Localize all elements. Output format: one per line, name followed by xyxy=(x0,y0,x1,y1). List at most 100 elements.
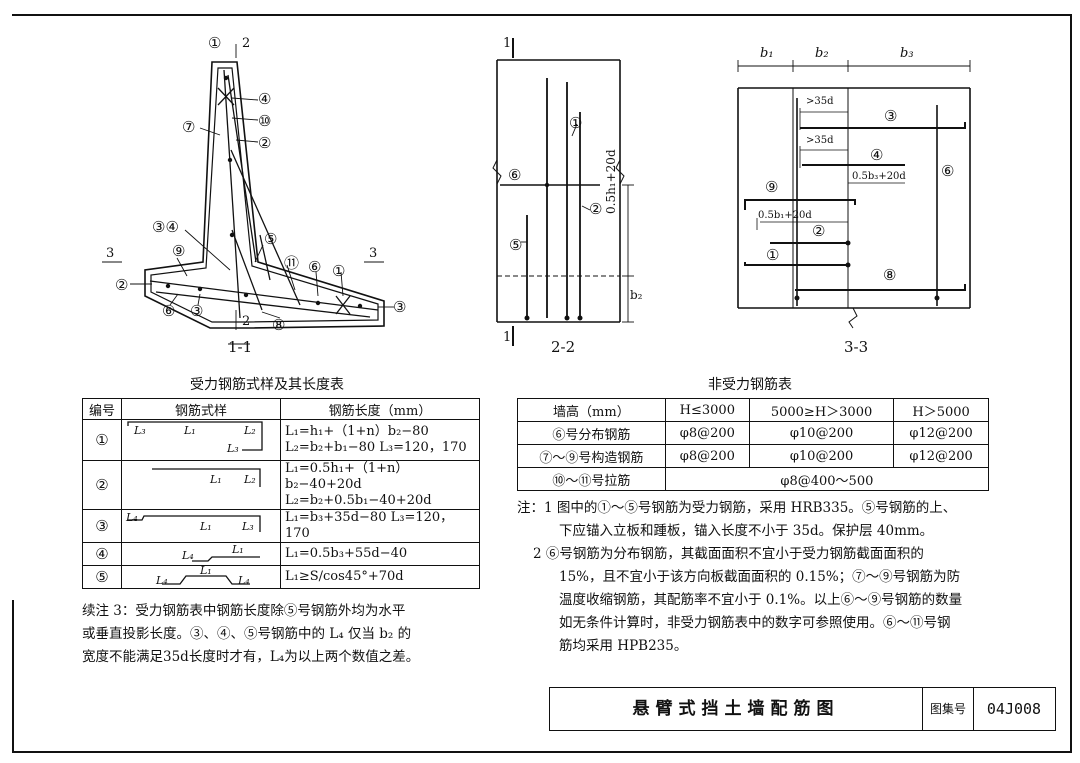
section-2-2-caption: 2-2 xyxy=(551,338,576,356)
cell: φ8@200 xyxy=(664,444,750,468)
cell: ⑥号分布钢筋 xyxy=(517,421,666,445)
table-row: ③ L₄ L₁ L₃ L₁=b₃+35d−80 L₃=120，170 xyxy=(82,509,480,543)
marker-3-4: ③④ xyxy=(152,218,179,236)
note-line: 温度收缩钢筋，其配筋率不宜小于 0.1%。以上⑥～⑨号钢筋的数量 xyxy=(559,592,963,608)
note-line: 注：1 图中的①～⑤号钢筋为受力钢筋，采用 HRB335。⑤号钢筋的上、 xyxy=(517,500,957,516)
marker-6: ⑥ xyxy=(941,162,955,180)
section-1-1-dots xyxy=(165,75,363,309)
non-force-rebar-table: 墙高（mm） H≤3000 5000≥H＞3000 H＞5000 ⑥号分布钢筋 … xyxy=(517,398,990,491)
length-line: L₁=h₁+（1+n）b₂−80 xyxy=(285,424,429,439)
table1-header: 编号 钢筋式样 钢筋长度（mm） xyxy=(82,398,480,420)
marker-6-bottom: ③ xyxy=(190,302,204,320)
marker-1: ① xyxy=(766,246,780,264)
rebar-shape: L₁ L₂ xyxy=(121,460,281,510)
section-2-2-outline xyxy=(492,38,625,346)
dim-35d-1: >35d xyxy=(806,96,834,107)
note-line: 宽度不能满足35d长度时才有，L₄为以上两个数值之差。 xyxy=(82,649,420,665)
frame-top xyxy=(12,14,1072,16)
table2-title: 非受力钢筋表 xyxy=(708,377,792,393)
shape-label: L₄ xyxy=(182,549,194,562)
marker-6: ④ xyxy=(258,90,272,108)
dim-b3: b₃ xyxy=(900,46,914,61)
cut-1-bottom: 1 xyxy=(503,330,512,345)
table-row: ⑦～⑨号构造钢筋 φ8@200 φ10@200 φ12@200 xyxy=(517,444,989,468)
length-line: L₁≥S/cos45°+70d xyxy=(285,569,404,584)
cell: φ10@200 xyxy=(748,444,895,468)
header-h-mid: 5000≥H＞3000 xyxy=(748,398,895,422)
table-row: ⑤ L₄ L₁ L₄ L₁≥S/cos45°+70d xyxy=(82,564,480,589)
length-line: L₁=b₃+35d−80 L₃=120，170 xyxy=(285,510,454,541)
marker-3: ③ xyxy=(884,107,898,125)
notes: 注：1 图中的①～⑤号钢筋为受力钢筋，采用 HRB335。⑤号钢筋的上、 下应锚… xyxy=(517,497,1037,658)
dim-35d-2: >35d xyxy=(806,135,834,146)
table-row: ⑥号分布钢筋 φ8@200 φ10@200 φ12@200 xyxy=(517,421,989,445)
row-id: ④ xyxy=(82,542,122,566)
cut-label-right: 3 xyxy=(369,246,378,261)
section-1-1-caption: 1-1 xyxy=(228,338,253,356)
shape-label: L₁ xyxy=(184,424,196,437)
dim-b2: b₂ xyxy=(630,288,643,302)
cell: φ10@200 xyxy=(748,421,895,445)
cell: φ8@400～500 xyxy=(664,467,990,491)
length-line: L₁=0.5b₃+55d−40 xyxy=(285,546,408,561)
shape-label: L₄ xyxy=(156,574,168,587)
frame-bottom xyxy=(12,751,1072,753)
rebar-shape: L₄ L₁ L₄ xyxy=(121,564,281,589)
note-line: 筋均采用 HPB235。 xyxy=(559,638,688,654)
length-line: L₂=b₂+b₁−80 L₃=120，170 xyxy=(285,440,467,455)
note-line: 续注 3：受力钢筋表中钢筋长度除⑤号钢筋外均为水平 xyxy=(82,603,406,619)
dim-b1: b₁ xyxy=(760,46,774,61)
note-line: 或垂直投影长度。③、④、⑤号钢筋中的 L₄ 仅当 b₂ 的 xyxy=(82,626,412,642)
shape-label: L₁ xyxy=(200,520,212,533)
section-2-2-rebars xyxy=(500,78,600,318)
marker-3-right: ③ xyxy=(393,298,407,316)
section-1-1-rebars xyxy=(149,69,379,319)
shape-label: L₃ xyxy=(227,442,239,455)
header-shape: 钢筋式样 xyxy=(121,398,281,420)
shape-label: L₄ xyxy=(126,511,138,524)
drawing-title: 悬臂式挡土墙配筋图 xyxy=(550,688,923,730)
shape-label: L₃ xyxy=(242,520,254,533)
table-row: ⑩～⑪号拉筋 φ8@400～500 xyxy=(517,467,990,491)
section-3-3-rebars xyxy=(744,98,966,306)
section-1-1-leaders xyxy=(102,44,394,345)
rebar-length: L₁=0.5h₁+（1+n）b₂−40+20d L₂=b₂+0.5b₁−40+2… xyxy=(280,460,480,510)
cell: ⑦～⑨号构造钢筋 xyxy=(517,444,666,468)
rebar-length: L₁=b₃+35d−80 L₃=120，170 xyxy=(280,509,480,543)
section-3-3-caption: 3-3 xyxy=(844,338,869,356)
shape-label: L₂ xyxy=(244,424,256,437)
rebar-shape-svg xyxy=(127,421,263,451)
table1-title: 受力钢筋式样及其长度表 xyxy=(190,377,344,393)
table-row: ② L₁ L₂ L₁=0.5h₁+（1+n）b₂−40+20d L₂=b₂+0.… xyxy=(82,460,480,510)
shape-label: L₄ xyxy=(238,574,250,587)
rebar-shape-svg xyxy=(162,575,250,585)
table-row: ① L₃ L₁ L₂ L₃ L₁=h₁+（1+n）b₂−80 L₂=b₂+b₁−… xyxy=(82,419,480,461)
rebar-shape: L₃ L₁ L₂ L₃ xyxy=(121,419,281,461)
rebar-shape: L₄ L₁ L₃ xyxy=(121,509,281,543)
dim-half-h1: 0.5h₁+20d xyxy=(604,149,618,214)
shape-label: L₁ xyxy=(210,473,222,486)
table1-continued-note: 续注 3：受力钢筋表中钢筋长度除⑤号钢筋外均为水平 或垂直投影长度。③、④、⑤号… xyxy=(82,600,482,669)
shape-label: L₂ xyxy=(244,473,256,486)
row-id: ② xyxy=(82,460,122,510)
row-id: ③ xyxy=(82,509,122,543)
table2-header: 墙高（mm） H≤3000 5000≥H＞3000 H＞5000 xyxy=(517,398,989,422)
cell: φ8@200 xyxy=(664,421,750,445)
dim-half-b3: 0.5b₃+20d xyxy=(852,171,906,182)
section-2-2-dims xyxy=(521,123,634,323)
section-3-3-outline xyxy=(737,60,971,329)
dim-half-b1: 0.5b₁+20d xyxy=(758,210,812,221)
note-line: 如无条件计算时，非受力钢筋表中的数字可参照使用。⑥～⑪号钢 xyxy=(559,615,951,631)
marker-1-top: ① xyxy=(208,34,222,52)
length-line: L₂=b₂+0.5b₁−40+20d xyxy=(285,493,432,508)
title-block: 悬臂式挡土墙配筋图 图集号 04J008 xyxy=(549,687,1056,731)
marker-8: ⑧ xyxy=(272,316,286,334)
marker-2: ② xyxy=(258,134,272,152)
marker-2-bottom: ⑥ xyxy=(162,302,176,320)
length-line: L₁=0.5h₁+（1+n）b₂−40+20d xyxy=(285,461,409,492)
frame-left xyxy=(12,600,14,752)
row-id: ⑤ xyxy=(82,565,122,589)
header-length: 钢筋长度（mm） xyxy=(280,398,480,420)
marker-6b: ① xyxy=(332,262,346,280)
